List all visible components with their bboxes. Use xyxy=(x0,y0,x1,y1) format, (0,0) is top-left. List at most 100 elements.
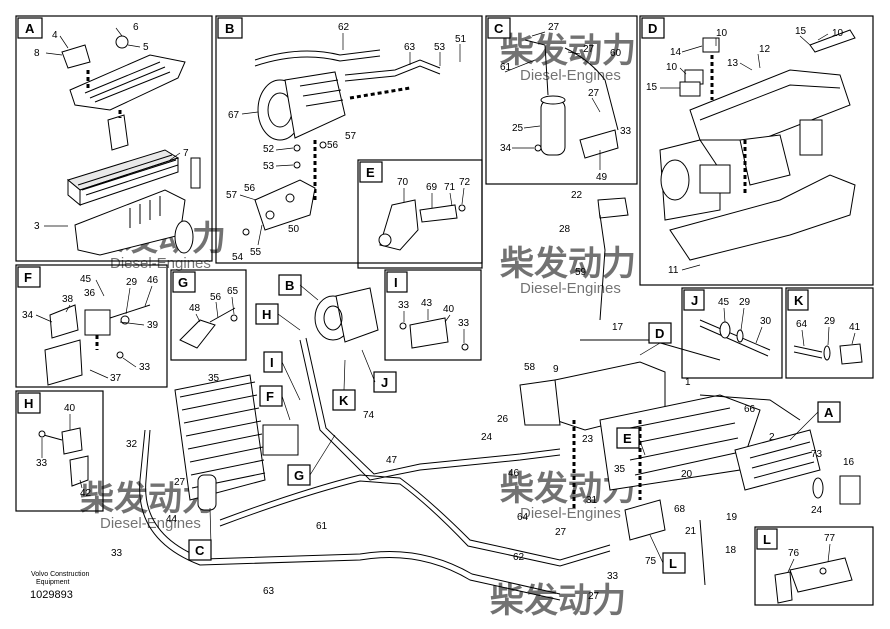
callout-48: 48 xyxy=(189,303,201,314)
callout-28: 28 xyxy=(559,224,571,235)
screw-33b xyxy=(461,343,469,351)
callout-69: 69 xyxy=(426,182,438,193)
callout-53: 53 xyxy=(434,42,446,53)
panel-frame xyxy=(639,15,874,286)
callout-10b: 10 xyxy=(832,28,844,39)
pipe-61 xyxy=(524,39,549,96)
leader-lines xyxy=(801,326,856,347)
panel-letter-box xyxy=(487,17,511,39)
panel-C: C 27 27 60 61 27 25 33 34 49 xyxy=(485,15,638,185)
condenser-bracket xyxy=(262,424,299,456)
gasket-strip xyxy=(190,157,201,189)
panel-letter-box xyxy=(172,271,196,293)
panel-letter-label: K xyxy=(794,293,804,308)
hose-63-outer xyxy=(344,65,441,82)
callout-19: 19 xyxy=(726,512,738,523)
drier-bracket xyxy=(579,129,619,159)
callout-63: 63 xyxy=(263,586,275,597)
callout-box-B xyxy=(278,274,302,296)
oring-29 xyxy=(736,329,744,343)
panel-letter-label: F xyxy=(24,270,32,285)
vent-grille xyxy=(699,164,731,194)
panel-letter-label: G xyxy=(178,275,188,290)
callout-27c: 27 xyxy=(588,88,600,99)
callout-77: 77 xyxy=(824,533,836,544)
callout-52: 52 xyxy=(263,144,275,155)
callout-15: 15 xyxy=(795,26,807,37)
housing-ribs xyxy=(84,61,171,103)
clip-42 xyxy=(69,455,89,487)
callout-25: 25 xyxy=(512,123,524,134)
panel-L: L 76 77 xyxy=(754,526,874,606)
seal-ring xyxy=(174,220,194,254)
callout-27: 27 xyxy=(548,22,560,33)
callout-46: 46 xyxy=(147,275,159,286)
panel-letter-label: H xyxy=(24,396,33,411)
callout-44: 44 xyxy=(166,514,178,525)
callout-30: 30 xyxy=(760,316,772,327)
panel-letter-box xyxy=(17,17,43,39)
callout-4: 4 xyxy=(52,30,58,41)
callout-29: 29 xyxy=(739,297,751,308)
callout-63: 63 xyxy=(404,42,416,53)
hose-62 xyxy=(254,49,381,61)
clamp-43 xyxy=(409,317,449,349)
hose-63-inner xyxy=(145,429,561,595)
callout-10c: 10 xyxy=(666,62,678,73)
panel-letter-label: L xyxy=(763,532,771,547)
callout-7: 7 xyxy=(183,148,189,159)
callout-64: 64 xyxy=(796,319,808,330)
hose-62-outer xyxy=(254,55,381,67)
callout-letter-K: K xyxy=(339,393,349,408)
callout-39: 39 xyxy=(147,320,159,331)
callout-70: 70 xyxy=(397,177,409,188)
callout-74: 74 xyxy=(363,410,375,421)
leader-lines xyxy=(403,187,465,208)
hvac-core xyxy=(599,394,761,491)
panel-frame xyxy=(785,287,874,379)
callout-56: 56 xyxy=(327,140,339,151)
air-duct-lower xyxy=(669,174,856,261)
bracket-38 xyxy=(49,304,79,339)
watermark-brand: 柴发动力 xyxy=(500,245,636,283)
watermark-brand: 柴发动力 xyxy=(500,32,636,70)
screw-33 xyxy=(399,322,407,330)
watermark-sub: Diesel-Engines xyxy=(520,505,621,522)
callout-letter-L: L xyxy=(669,556,677,571)
watermark-sub: Diesel-Engines xyxy=(520,280,621,297)
seal-73 xyxy=(812,477,824,499)
callout-box-C xyxy=(188,539,212,561)
callout-61: 61 xyxy=(500,62,512,73)
drain-18 xyxy=(699,519,706,586)
watermark-brand: 柴发动力 xyxy=(490,582,626,620)
bolt-53 xyxy=(293,144,301,152)
panel-frame xyxy=(485,15,638,185)
callout-18: 18 xyxy=(725,545,737,556)
clip-ring xyxy=(115,35,129,49)
compressor-bracket xyxy=(254,179,316,231)
panel-frame xyxy=(15,390,104,512)
callout-61: 61 xyxy=(316,521,328,532)
callout-5: 5 xyxy=(143,42,149,53)
callout-33: 33 xyxy=(139,362,151,373)
blower-motor-body xyxy=(839,475,861,505)
callout-29: 29 xyxy=(824,316,836,327)
panel-K: K 64 29 41 xyxy=(785,287,874,379)
pipe-30-edge xyxy=(699,325,769,357)
panel-letter-box xyxy=(683,289,705,311)
callout-33b: 33 xyxy=(458,318,470,329)
callout-letter-A: A xyxy=(824,405,834,420)
screw-65 xyxy=(230,314,238,322)
leader-lines xyxy=(660,33,829,271)
callout-16: 16 xyxy=(843,457,855,468)
expansion-valve-21 xyxy=(624,499,666,541)
panel-letter-box xyxy=(17,392,41,414)
panel-I: I 33 43 40 33 xyxy=(384,269,482,361)
callout-8: 8 xyxy=(34,48,40,59)
panel-frame xyxy=(170,269,247,361)
drier-cap xyxy=(540,95,566,105)
pressure-switch-22 xyxy=(597,197,629,219)
callout-56b: 56 xyxy=(244,183,256,194)
oring-29 xyxy=(120,315,130,325)
